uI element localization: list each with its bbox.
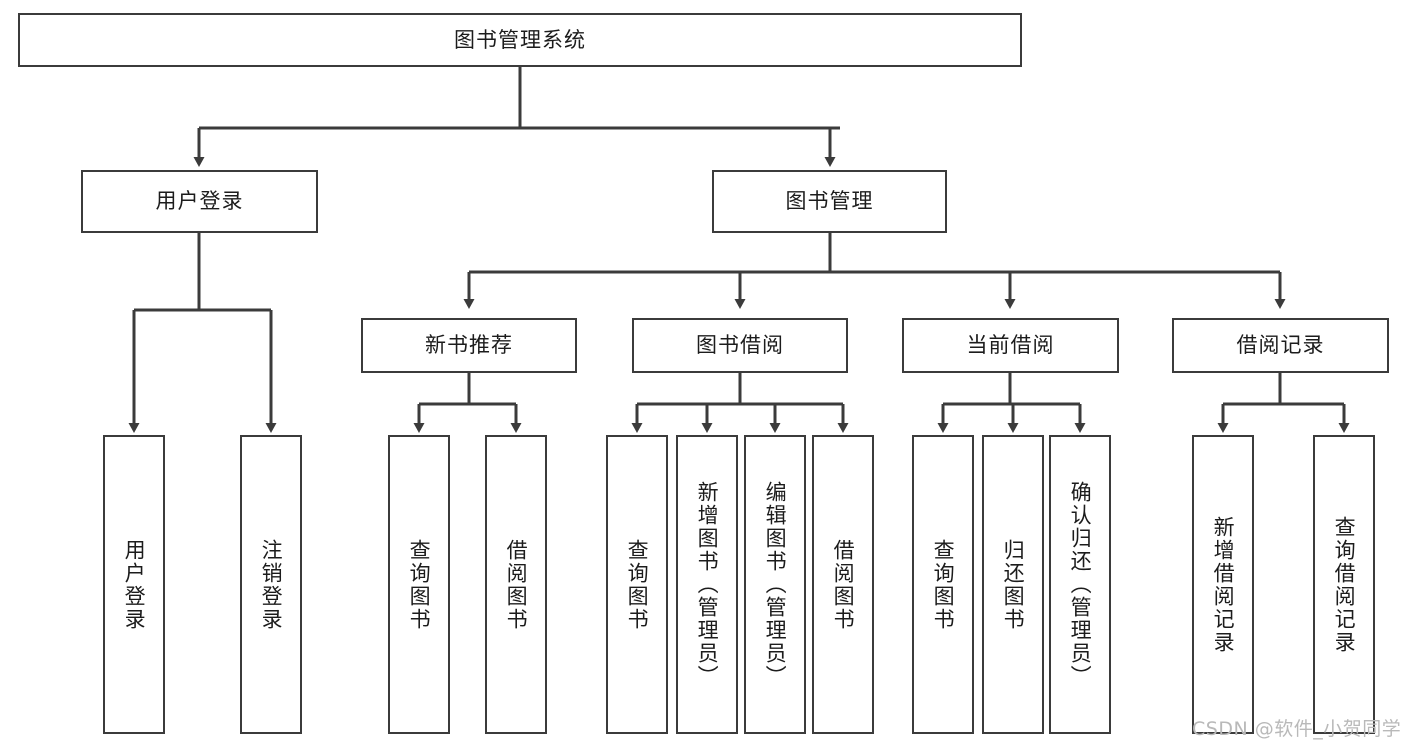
leaf-borrow-record-query-record[interactable]: 查询借阅记录 <box>1313 435 1375 734</box>
leaf-book-borrow-edit-book-admin[interactable]: 编辑图书（管理员） <box>744 435 806 734</box>
leaf-book-borrow-add-book-admin[interactable]: 新增图书（管理员） <box>676 435 738 734</box>
node-label: 查询图书 <box>407 538 432 631</box>
leaf-book-borrow-query-book[interactable]: 查询图书 <box>606 435 668 734</box>
node-label: 当前借阅 <box>966 333 1055 358</box>
node-label: 用户登录 <box>122 538 147 631</box>
node-label: 借阅记录 <box>1236 333 1325 358</box>
node-label: 归还图书 <box>1001 538 1026 631</box>
node-book-borrow[interactable]: 图书借阅 <box>632 318 848 373</box>
leaf-new-book-borrow-book[interactable]: 借阅图书 <box>485 435 547 734</box>
node-label: 注销登录 <box>259 538 284 631</box>
leaf-book-borrow-borrow-book[interactable]: 借阅图书 <box>812 435 874 734</box>
node-label: 新增借阅记录 <box>1211 515 1236 654</box>
node-label: 确认归还（管理员） <box>1068 481 1093 688</box>
leaf-user-login-login[interactable]: 用户登录 <box>103 435 165 734</box>
node-label: 用户登录 <box>155 189 244 214</box>
node-book-management[interactable]: 图书管理 <box>712 170 947 233</box>
node-label: 借阅图书 <box>831 538 856 631</box>
leaf-user-login-logout[interactable]: 注销登录 <box>240 435 302 734</box>
node-current-borrow[interactable]: 当前借阅 <box>902 318 1119 373</box>
node-label: 编辑图书（管理员） <box>763 481 788 688</box>
node-borrow-record[interactable]: 借阅记录 <box>1172 318 1389 373</box>
watermark-text: CSDN @软件_小贺同学 <box>1192 718 1402 740</box>
node-label: 查询借阅记录 <box>1332 515 1357 654</box>
leaf-current-borrow-query-book[interactable]: 查询图书 <box>912 435 974 734</box>
node-label: 图书管理系统 <box>454 27 586 52</box>
node-label: 图书管理 <box>785 189 874 214</box>
node-label: 查询图书 <box>625 538 650 631</box>
leaf-current-borrow-confirm-return-admin[interactable]: 确认归还（管理员） <box>1049 435 1111 734</box>
leaf-new-book-query-book[interactable]: 查询图书 <box>388 435 450 734</box>
leaf-current-borrow-return-book[interactable]: 归还图书 <box>982 435 1044 734</box>
node-label: 借阅图书 <box>504 538 529 631</box>
node-label: 图书借阅 <box>696 333 784 358</box>
node-root-book-management-system[interactable]: 图书管理系统 <box>18 13 1022 67</box>
node-label: 新书推荐 <box>425 333 513 358</box>
leaf-borrow-record-add-record[interactable]: 新增借阅记录 <box>1192 435 1254 734</box>
node-label: 查询图书 <box>931 538 956 631</box>
node-label: 新增图书（管理员） <box>695 481 720 688</box>
node-user-login[interactable]: 用户登录 <box>81 170 318 233</box>
node-new-book-recommend[interactable]: 新书推荐 <box>361 318 577 373</box>
